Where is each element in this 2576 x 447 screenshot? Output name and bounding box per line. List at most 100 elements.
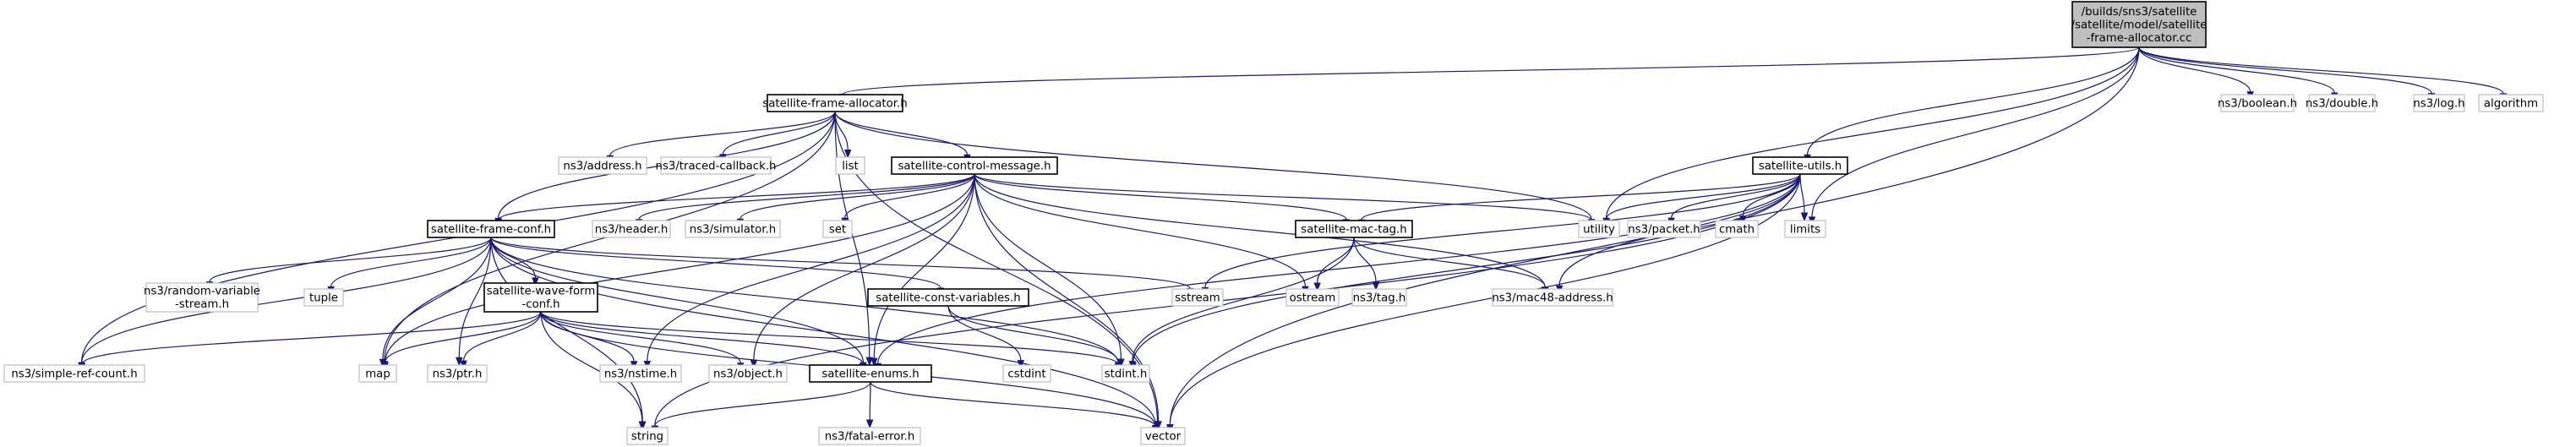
file-node-string: string — [626, 427, 669, 445]
include-edge-root-to-vector — [1166, 46, 2140, 434]
include-edge-scm-to-header — [635, 173, 975, 229]
include-edge-swfc-to-src — [78, 311, 542, 373]
file-node-label: ns3/double.h — [2306, 97, 2378, 110]
file-node-vector: vector — [1140, 427, 1186, 445]
file-node-label: satellite-mac-tag.h — [1301, 223, 1406, 236]
file-node-address: ns3/address.h — [558, 156, 647, 175]
file-node-label: utility — [1583, 223, 1615, 236]
file-node-root[interactable]: /builds/sns3/satellite/satellite/model/s… — [2071, 1, 2208, 48]
include-edge-scv-to-cstdint — [947, 305, 1025, 369]
file-node-ptr: ns3/ptr.h — [427, 364, 488, 383]
file-node-label: ns3/packet.h — [1628, 223, 1700, 236]
file-node-sstream: sstream — [1171, 288, 1224, 307]
file-node-traced: ns3/traced-callback.h — [656, 156, 777, 175]
file-node-utility: utility — [1578, 220, 1620, 238]
include-edge-sfc-to-tuple — [327, 237, 492, 296]
include-edge-sfc-to-src — [78, 237, 492, 372]
file-node-label: vector — [1145, 430, 1182, 443]
file-node-label: -frame-allocator.cc — [2087, 32, 2192, 45]
include-edge-swfc-to-string — [540, 311, 647, 431]
file-node-label: ns3/address.h — [563, 160, 641, 172]
include-edge-enums-to-string — [651, 381, 871, 435]
include-edge-smt-to-ostream — [1313, 237, 1355, 292]
file-node-label: ns3/tag.h — [1353, 292, 1406, 304]
include-edge-utils-to-sstream — [1201, 173, 1801, 297]
include-edge-scm-to-object — [750, 173, 975, 369]
include-edge-utils-to-vector — [1166, 173, 1801, 434]
include-edge-sfa-to-enums — [834, 111, 873, 367]
include-edge-sfa-to-map — [380, 111, 836, 371]
file-node-stdint: stdint.h — [1101, 364, 1150, 383]
file-node-sfa[interactable]: satellite-frame-allocator.h — [762, 94, 908, 112]
include-edge-utils-to-limits — [1799, 173, 1809, 222]
include-edge-scm-to-sfc — [494, 173, 975, 229]
file-node-simulator: ns3/simulator.h — [685, 220, 781, 238]
file-node-label: ns3/fatal-error.h — [825, 430, 915, 443]
file-node-mac48: ns3/mac48-address.h — [1492, 288, 1613, 307]
file-node-label: ns3/object.h — [713, 368, 783, 380]
file-node-label: ns3/simulator.h — [690, 223, 776, 236]
file-nodes: /builds/sns3/satellite/satellite/model/s… — [3, 1, 2544, 445]
include-edge-scm-to-smt — [974, 173, 1351, 229]
file-node-ostream: ostream — [1285, 288, 1340, 307]
include-edge-swfc-to-object — [540, 311, 745, 373]
file-node-tag: ns3/tag.h — [1351, 288, 1407, 307]
file-node-swfc[interactable]: satellite-wave-form-conf.h — [483, 282, 598, 313]
file-node-label: set — [829, 223, 846, 236]
file-node-double: ns3/double.h — [2306, 94, 2378, 112]
file-node-limits: limits — [1784, 220, 1826, 238]
include-edge-sfc-to-rvs — [205, 237, 492, 291]
file-node-label: list — [842, 160, 859, 172]
file-node-label: satellite-enums.h — [821, 368, 919, 380]
include-edge-root-to-limits — [1808, 46, 2140, 226]
file-node-label: ns3/simple-ref-count.h — [11, 368, 137, 380]
file-node-smt[interactable]: satellite-mac-tag.h — [1295, 220, 1413, 238]
file-node-label: satellite-frame-conf.h — [431, 223, 551, 236]
file-node-label: stdint.h — [1105, 368, 1148, 380]
file-node-label: ns3/log.h — [2413, 97, 2464, 110]
file-node-label: map — [365, 368, 390, 380]
file-node-label: satellite-wave-form — [487, 286, 596, 298]
file-node-scv[interactable]: satellite-const-variables.h — [867, 288, 1029, 307]
file-node-label: /builds/sns3/satellite — [2082, 6, 2197, 19]
file-node-rvs: ns3/random-variable-stream.h — [144, 282, 260, 313]
file-node-list: list — [835, 156, 865, 175]
include-edge-root-to-algorithm — [2138, 46, 2508, 103]
file-node-label: ns3/random-variable — [144, 286, 260, 298]
include-edge-root-to-utils — [1804, 46, 2140, 164]
file-node-cmath: cmath — [1715, 220, 1759, 238]
file-node-enums[interactable]: satellite-enums.h — [809, 364, 932, 383]
file-node-label: cmath — [1719, 223, 1755, 236]
include-edge-root-to-log — [2138, 46, 2436, 102]
file-node-scm[interactable]: satellite-control-message.h — [891, 156, 1058, 175]
include-edge-sfa-to-traced — [719, 111, 836, 164]
file-node-label: -conf.h — [521, 298, 559, 311]
include-edge-scm-to-ostream — [974, 173, 1309, 296]
file-node-label: satellite-frame-allocator.h — [762, 97, 907, 110]
include-edge-scv-to-stdint — [947, 305, 1122, 372]
include-edge-swfc-to-ptr — [460, 311, 542, 370]
file-node-label: satellite-control-message.h — [898, 160, 1051, 172]
file-node-fatal: ns3/fatal-error.h — [818, 427, 921, 445]
file-node-nstime: ns3/nstime.h — [599, 364, 682, 383]
file-node-label: ostream — [1290, 292, 1336, 304]
file-node-label: ns3/traced-callback.h — [656, 160, 777, 172]
file-node-label: ns3/ptr.h — [433, 368, 483, 380]
file-node-utils[interactable]: satellite-utils.h — [1752, 156, 1848, 175]
file-node-tuple: tuple — [303, 288, 344, 307]
file-node-label: tuple — [309, 292, 338, 304]
file-node-sfc[interactable]: satellite-frame-conf.h — [427, 220, 555, 238]
file-node-src: ns3/simple-ref-count.h — [3, 364, 145, 383]
file-node-label: satellite-const-variables.h — [876, 292, 1020, 304]
file-node-label: -stream.h — [175, 298, 229, 311]
file-node-label: limits — [1790, 223, 1820, 236]
include-edge-root-to-sfa — [838, 46, 2140, 104]
file-node-cstdint: cstdint — [1002, 364, 1051, 383]
file-node-label: satellite-utils.h — [1759, 160, 1842, 172]
include-edge-scm-to-nstime — [643, 173, 975, 370]
file-node-packet: ns3/packet.h — [1627, 220, 1701, 238]
include-edge-smt-to-mac48 — [1353, 237, 1549, 297]
file-node-label: algorithm — [2484, 97, 2538, 110]
file-node-object: ns3/object.h — [708, 364, 788, 383]
file-node-log: ns3/log.h — [2413, 94, 2465, 112]
